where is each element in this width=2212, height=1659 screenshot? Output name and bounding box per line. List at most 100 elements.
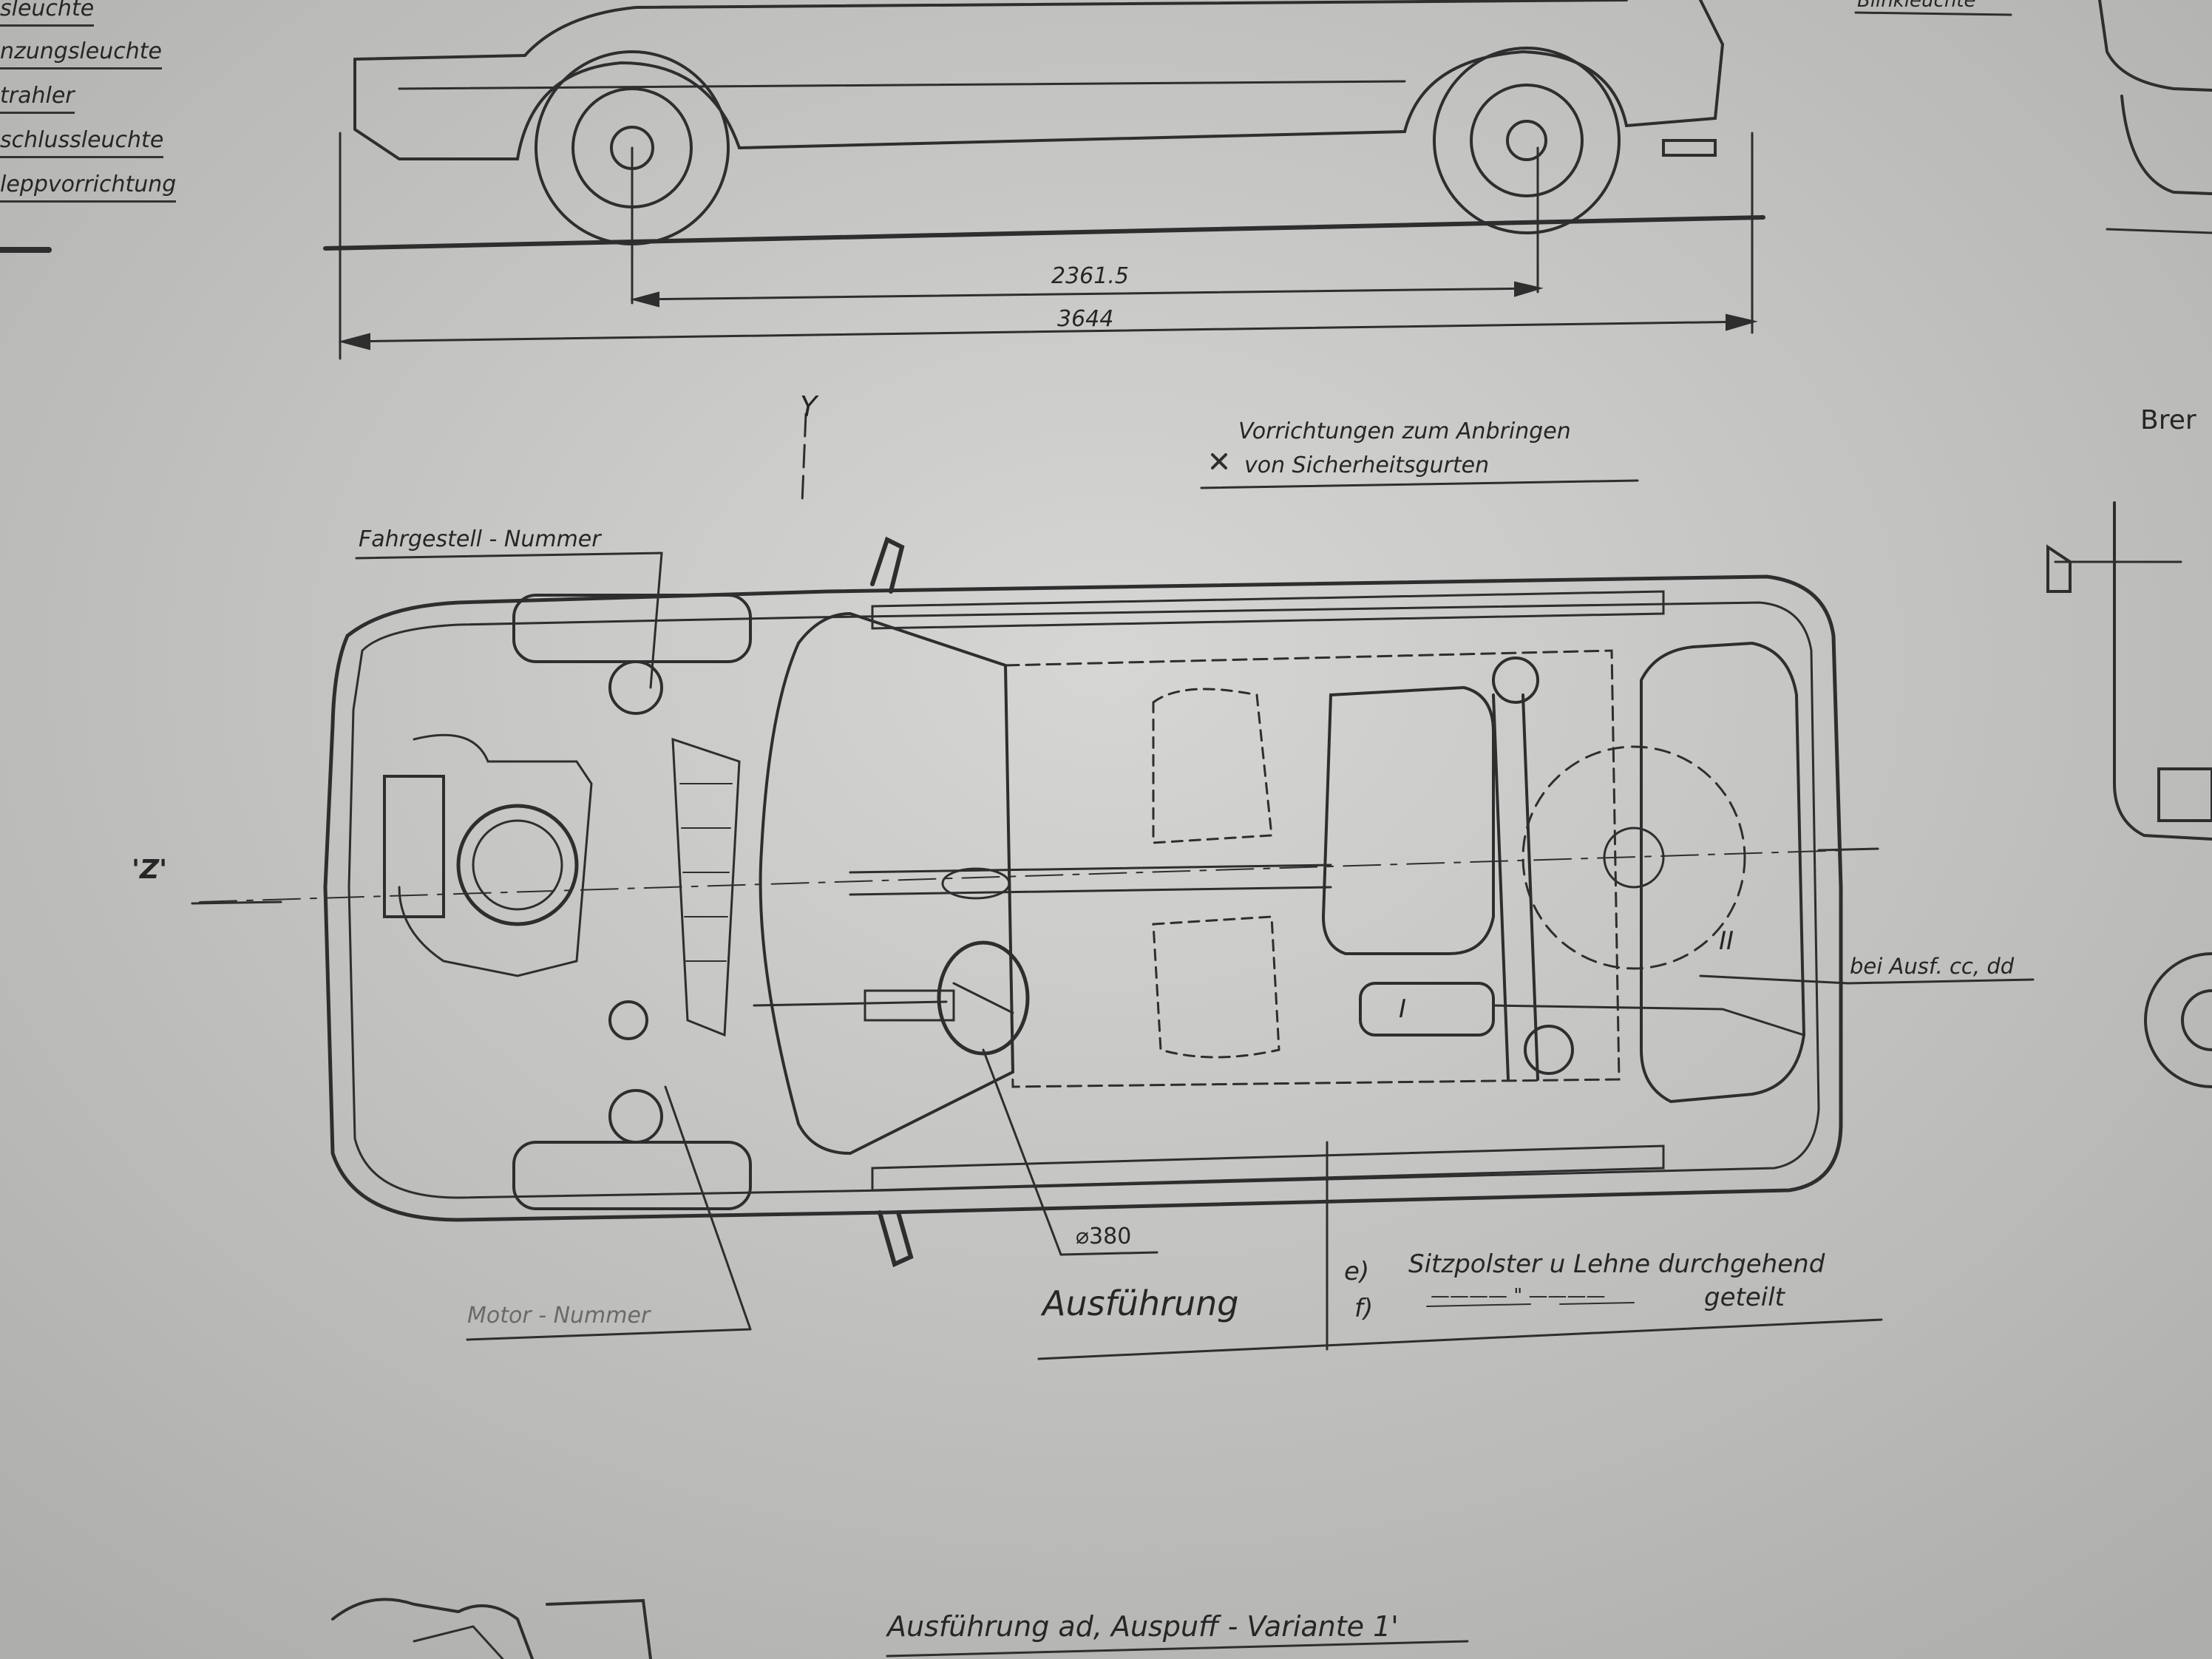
variant-e-label: e)	[1344, 1257, 1370, 1286]
engine-number-leader	[664, 1085, 752, 1331]
front-seat-left	[1152, 688, 1273, 844]
mirror-right	[878, 1210, 914, 1268]
bottom-fragment	[331, 1598, 1469, 1659]
engine-number-underline	[466, 1328, 752, 1341]
spare-wheel	[1521, 745, 1746, 970]
side-sill-line	[398, 80, 1406, 90]
label-blinker: Blinkleuchte	[1857, 0, 1976, 12]
sill-top	[871, 590, 1665, 630]
variant-f-ditto: ———— " ————	[1431, 1285, 1606, 1307]
f-ditto-rule-right	[1559, 1302, 1635, 1305]
radiator-core	[671, 737, 741, 1037]
dimension-length: 3644	[1057, 306, 1114, 332]
plan-centerline	[199, 849, 1849, 903]
front-view-ground	[2106, 228, 2212, 234]
chassis-number-leader	[649, 552, 663, 689]
front-strut-top	[608, 660, 663, 715]
rear-spring-top	[1492, 657, 1539, 704]
mirror-left	[870, 536, 905, 594]
front-strut-bottom	[608, 1089, 663, 1144]
brake-drum-fragment	[2144, 952, 2212, 1088]
section-line-y	[801, 413, 807, 504]
legend-item: leppvorrichtung	[0, 172, 177, 203]
front-view-fragment	[2098, 0, 2212, 92]
belt-note-line1: Vorrichtungen zum Anbringen	[1238, 418, 1571, 444]
wheel-dia-underline	[1059, 1251, 1158, 1256]
variant-cc-label: bei Ausf. cc, dd	[1850, 954, 2015, 979]
bottom-variant-label: Ausführung ad, Auspuff - Variante 1'	[887, 1610, 1399, 1643]
rear-spring-bottom	[1524, 1025, 1574, 1075]
rear-axle-beam-left	[1492, 693, 1510, 1081]
steering-column	[753, 1000, 948, 1007]
muffler-mark: II	[1719, 926, 1734, 956]
tank-mark: I	[1399, 994, 1407, 1024]
blinker-leader	[1854, 11, 2012, 16]
legend-item: schlussleuchte	[0, 127, 164, 158]
chassis-number-underline	[355, 552, 663, 560]
variant-underline	[1037, 1318, 1883, 1360]
legend-item: sleuchte	[0, 0, 95, 27]
exhaust-pipe-plan	[1492, 1004, 1805, 1037]
variant-f-text: geteilt	[1704, 1283, 1785, 1312]
windscreen-frame	[759, 611, 1015, 1156]
belt-mount-symbol	[1211, 453, 1227, 469]
dim-arrows-wheelbase	[630, 281, 1544, 308]
steering-rack-end	[608, 1000, 648, 1040]
rear-seat-bench	[1321, 685, 1495, 955]
engine-air-filter	[456, 804, 579, 926]
side-view	[323, 0, 1765, 360]
variant-f-label: f)	[1354, 1294, 1374, 1323]
tunnel-line-bottom	[849, 886, 1332, 896]
f-ditto-rule-left	[1426, 1303, 1531, 1307]
dim-line-length	[342, 320, 1754, 343]
brake-drum-hub	[2181, 989, 2212, 1051]
dimension-wheelbase: 2361.5	[1051, 263, 1129, 289]
steering-wheel	[937, 940, 1030, 1056]
fuel-tank-muffler	[1359, 982, 1495, 1037]
cabin-interior	[1004, 649, 1621, 1088]
engine-number-label: Motor - Nummer	[467, 1303, 651, 1329]
wheel-diameter-label: ⌀380	[1076, 1224, 1132, 1249]
chassis-number-label: Fahrgestell - Nummer	[359, 526, 601, 552]
rear-axle-beam-right	[1521, 693, 1539, 1081]
front-view-fragment-lower	[2120, 95, 2212, 195]
dim-line-wheelbase	[634, 287, 1539, 301]
belt-note-line2: von Sicherheitsgurten	[1244, 452, 1490, 478]
view-marker-y: Y	[800, 390, 818, 423]
variant-heading: Ausführung	[1042, 1283, 1239, 1323]
brake-master	[2157, 767, 2212, 822]
brake-line-fragment	[2113, 501, 2212, 841]
plan-body-outline	[323, 574, 1843, 1222]
right-side-fragments	[1854, 0, 2212, 1088]
front-seat-right	[1152, 915, 1280, 1059]
variant-cc-leader	[1699, 974, 1850, 985]
plan-body-inner	[347, 601, 1820, 1199]
belt-note-underline	[1200, 479, 1639, 489]
side-roofline	[353, 0, 1628, 61]
tunnel-line-top	[849, 864, 1332, 874]
engine-radiator	[383, 775, 445, 918]
steering-box	[864, 989, 955, 1022]
centerline-end	[1817, 847, 1879, 852]
engine-air-filter-inner	[472, 819, 563, 911]
brake-fitting	[2046, 544, 2072, 593]
engine-block	[398, 733, 593, 977]
wheel-dia-leader	[982, 1048, 1062, 1256]
rear-wheel	[1433, 47, 1621, 234]
legend-item: nzungsleuchte	[0, 38, 162, 69]
z-marker-line	[191, 900, 282, 905]
variant-e-text: Sitzpolster u Lehne durchgehend	[1408, 1249, 1825, 1279]
label-brake: Brer	[2140, 405, 2196, 435]
gear-lever-base	[941, 867, 1011, 900]
dim-arrows-length	[338, 313, 1758, 350]
plan-view	[199, 413, 1879, 1351]
legend-item: trahler	[0, 83, 75, 114]
sill-bottom	[871, 1144, 1665, 1192]
rear-wheel-hub	[1470, 84, 1584, 197]
steering-spoke	[952, 982, 1014, 1014]
exhaust-pipe-side	[1662, 139, 1717, 157]
view-marker-z: 'Z'	[132, 855, 168, 885]
